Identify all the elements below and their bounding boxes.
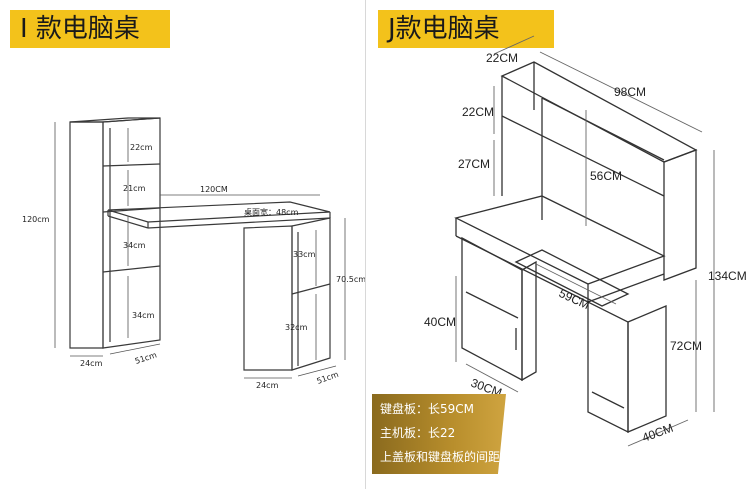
dim-right-upper: 33cm xyxy=(293,250,316,259)
spec-notes: 键盘板：长59CM 主机板：长22 上盖板和键盘板的间距：7CM xyxy=(372,394,506,474)
left-tower-top xyxy=(69,117,161,123)
right-pedestal-front xyxy=(243,225,293,371)
dim-shelf-top: 22cm xyxy=(130,143,153,152)
j-desk-top xyxy=(454,195,666,285)
right-pedestal-side xyxy=(291,217,331,371)
note-mainboard: 主机板：长22 xyxy=(380,426,456,440)
right-pedestal xyxy=(587,300,629,434)
dim-shelf-2: 21cm xyxy=(123,184,146,193)
dim-hutch-lower: 27CM xyxy=(458,157,490,171)
note-gap: 上盖板和键盘板的间距：7CM xyxy=(380,450,539,464)
dim-base-depth-left: 51cm xyxy=(134,350,158,366)
dim-base-depth-right: 51cm xyxy=(316,370,340,386)
dim-base-width-left: 24cm xyxy=(80,359,103,368)
hutch-right-side xyxy=(663,149,697,281)
diagram-i-desk: I 款电脑桌 xyxy=(0,0,366,489)
dim-width: 98CM xyxy=(614,85,646,99)
i-desk-drawing: 120cm 22cm 21cm 34cm 34cm 120CM 桌面宽：48cm… xyxy=(22,117,365,390)
dim-shelf-3: 34cm xyxy=(123,241,146,250)
dim-total-height-j: 134CM xyxy=(708,269,747,283)
dim-cabinet: 40CM xyxy=(424,315,456,329)
keyboard-tray xyxy=(514,249,630,307)
dim-total-height: 120cm xyxy=(22,215,50,224)
hutch-top xyxy=(500,61,698,163)
cabinet-side xyxy=(521,260,537,382)
dim-base-width-right: 24cm xyxy=(256,381,279,390)
dim-top-depth: 22CM xyxy=(486,51,518,65)
dim-right-lower: 32cm xyxy=(285,323,308,332)
cabinet-front xyxy=(461,236,523,382)
dim-keyboard: 59CM xyxy=(557,286,592,312)
note-keyboard: 键盘板：长59CM xyxy=(380,402,475,416)
dim-desk-width: 120CM xyxy=(200,185,228,194)
title-i-desk: I 款电脑桌 xyxy=(10,10,170,48)
dim-desk-depth: 桌面宽：48cm xyxy=(244,207,299,217)
dim-shelf-4: 34cm xyxy=(132,311,155,320)
dim-hutch-upper: 22CM xyxy=(462,105,494,119)
title-j-desk: J款电脑桌 xyxy=(378,10,554,48)
left-tower-front xyxy=(69,121,104,349)
diagram-j-desk: J款电脑桌 xyxy=(366,0,750,489)
dim-desk-height-j: 72CM xyxy=(670,339,702,353)
dim-desk-height: 70.5cm xyxy=(336,275,365,284)
dim-hutch-height: 56CM xyxy=(590,169,622,183)
